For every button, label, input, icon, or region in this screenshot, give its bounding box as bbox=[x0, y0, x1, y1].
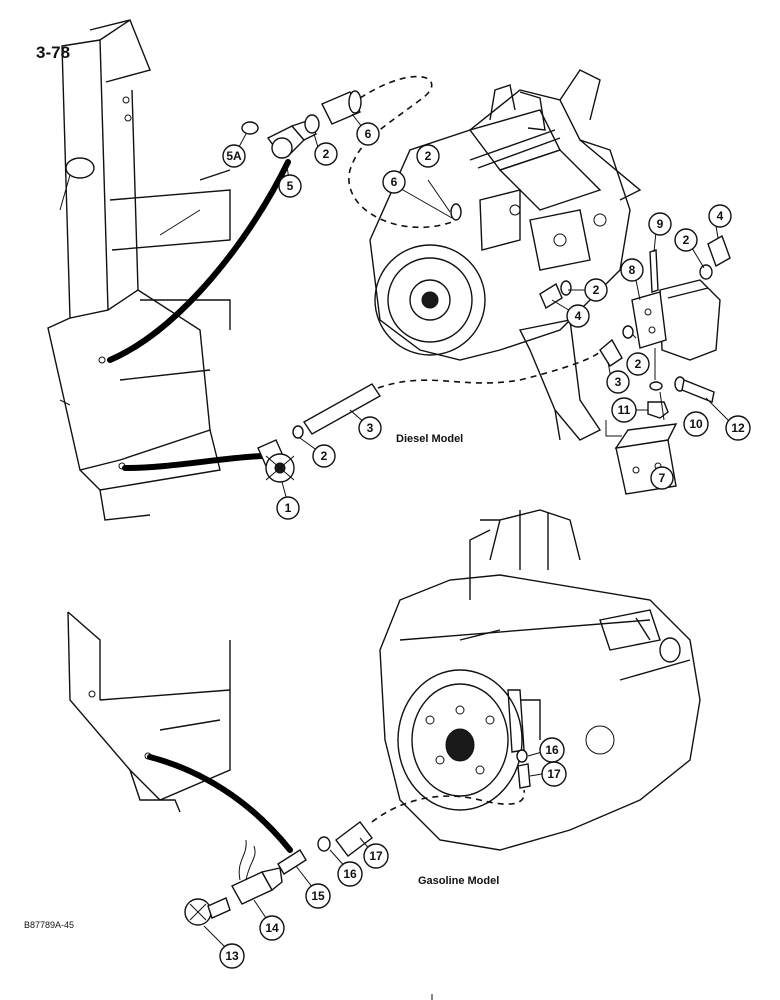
callout-3-label: 3 bbox=[615, 375, 622, 389]
callout-2-label: 2 bbox=[321, 449, 328, 463]
gas-fuel-hose-engine bbox=[517, 763, 531, 789]
callout-4-label: 4 bbox=[575, 309, 582, 323]
callout-14: 14 bbox=[259, 915, 285, 941]
callout-4-filter: 4 bbox=[708, 204, 732, 228]
figure-code: B87789A-45 bbox=[24, 920, 74, 930]
callout-14-label: 14 bbox=[265, 921, 279, 935]
hose-clamp-engine bbox=[560, 280, 572, 296]
callout-2-filter: 2 bbox=[674, 228, 698, 252]
fuel-shutoff-valve bbox=[257, 439, 295, 483]
callout-11-label: 11 bbox=[618, 403, 631, 417]
callout-6-engine: 6 bbox=[382, 170, 406, 194]
bolt bbox=[649, 249, 659, 293]
callout-1: 1 bbox=[276, 496, 300, 520]
diesel-fuel-hose-lower bbox=[122, 453, 265, 471]
callout-16-lower: 16 bbox=[337, 861, 363, 887]
callout-8: 8 bbox=[620, 258, 644, 282]
hose-barb-fitting bbox=[277, 849, 307, 875]
callout-2-label: 2 bbox=[323, 147, 330, 161]
engine-hose-fitting bbox=[450, 203, 462, 221]
fuel-hose-section bbox=[321, 90, 362, 125]
callout-4-label: 4 bbox=[717, 209, 724, 223]
diesel-fuel-hose-upper bbox=[107, 159, 291, 363]
fuel-hose-short bbox=[539, 282, 563, 310]
callout-2-label: 2 bbox=[683, 233, 690, 247]
callout-6-label: 6 bbox=[391, 175, 398, 189]
callout-16-label: 16 bbox=[343, 867, 357, 881]
callout-5: 5 bbox=[278, 174, 302, 198]
gasoline-model-label: Gasoline Model bbox=[418, 875, 499, 887]
callout-12-label: 12 bbox=[731, 421, 745, 435]
callout-16-label: 16 bbox=[545, 743, 559, 757]
callout-2-label: 2 bbox=[425, 149, 432, 163]
callout-10-label: 10 bbox=[689, 417, 703, 431]
gas-fuel-hose bbox=[335, 821, 373, 857]
hose-clamp-bracket bbox=[622, 325, 634, 339]
callout-7: 7 bbox=[650, 466, 674, 490]
callout-2-label: 2 bbox=[635, 357, 642, 371]
diesel-frame-tower bbox=[47, 18, 231, 521]
callout-2-upper-left: 2 bbox=[314, 142, 338, 166]
callout-3-bracket: 3 bbox=[606, 370, 630, 394]
gas-hose-clamp bbox=[317, 836, 331, 852]
callout-17-label: 17 bbox=[547, 767, 561, 781]
fuel-hose-filter bbox=[707, 234, 731, 268]
callout-15: 15 bbox=[305, 883, 331, 909]
gas-hose-clamp-engine bbox=[516, 749, 528, 763]
callout-1-label: 1 bbox=[285, 501, 292, 515]
fuel-hose-long bbox=[302, 383, 382, 435]
callout-10: 10 bbox=[683, 411, 709, 437]
callout-7-label: 7 bbox=[659, 471, 666, 485]
callout-6-upper-left: 6 bbox=[356, 122, 380, 146]
hose-clamp bbox=[304, 114, 320, 134]
callout-2-label: 2 bbox=[593, 283, 600, 297]
callout-6-label: 6 bbox=[365, 127, 372, 141]
gasoline-fuel-hose bbox=[147, 754, 293, 853]
callout-8-label: 8 bbox=[629, 263, 636, 277]
callout-2-lower: 2 bbox=[312, 444, 336, 468]
callout-17-lower: 17 bbox=[363, 843, 389, 869]
callout-5a: 5A bbox=[222, 144, 246, 168]
gasoline-frame bbox=[67, 611, 231, 813]
callout-15-label: 15 bbox=[311, 889, 325, 903]
diesel-model-label: Diesel Model bbox=[396, 433, 463, 445]
leader-lines bbox=[203, 113, 735, 953]
callout-12: 12 bbox=[725, 415, 751, 441]
hex-nut bbox=[647, 401, 669, 419]
hose-clamp-filter bbox=[699, 264, 713, 280]
dashed-route-upper bbox=[348, 75, 453, 229]
callout-13-label: 13 bbox=[225, 949, 239, 963]
lock-washer bbox=[649, 381, 663, 391]
gasoline-engine bbox=[379, 509, 701, 851]
callout-17-engine: 17 bbox=[541, 761, 567, 787]
callout-2-engine-side: 2 bbox=[584, 278, 608, 302]
callout-3-lower: 3 bbox=[358, 416, 382, 440]
callout-2-bracket: 2 bbox=[626, 352, 650, 376]
callouts: 5A 5 2 6 2 6 2 4 8 9 2 4 2 3 11 10 12 7 … bbox=[219, 122, 751, 969]
diesel-engine bbox=[369, 69, 721, 441]
hose-clamp-lower bbox=[292, 425, 304, 439]
dashed-route-gasoline bbox=[371, 789, 526, 823]
washer-5a bbox=[241, 121, 259, 135]
callout-11: 11 bbox=[611, 397, 637, 423]
callout-2-engine-top: 2 bbox=[416, 144, 440, 168]
elbow-fitting-gasoline bbox=[184, 897, 231, 926]
elbow-fitting bbox=[266, 119, 317, 159]
cap-screw bbox=[674, 376, 715, 403]
fuel-valve bbox=[231, 839, 283, 905]
callout-4-engine: 4 bbox=[566, 304, 590, 328]
callout-9: 9 bbox=[648, 212, 672, 236]
callout-17-label: 17 bbox=[369, 849, 383, 863]
callout-5a-label: 5A bbox=[226, 149, 242, 163]
callout-5-label: 5 bbox=[287, 179, 294, 193]
callout-9-label: 9 bbox=[657, 217, 664, 231]
callout-3-label: 3 bbox=[367, 421, 374, 435]
callout-13: 13 bbox=[219, 943, 245, 969]
callout-16-engine: 16 bbox=[539, 737, 565, 763]
dashed-route-lower bbox=[377, 351, 601, 389]
fuel-hose-bracket bbox=[599, 338, 623, 367]
filter-bracket bbox=[631, 291, 667, 349]
